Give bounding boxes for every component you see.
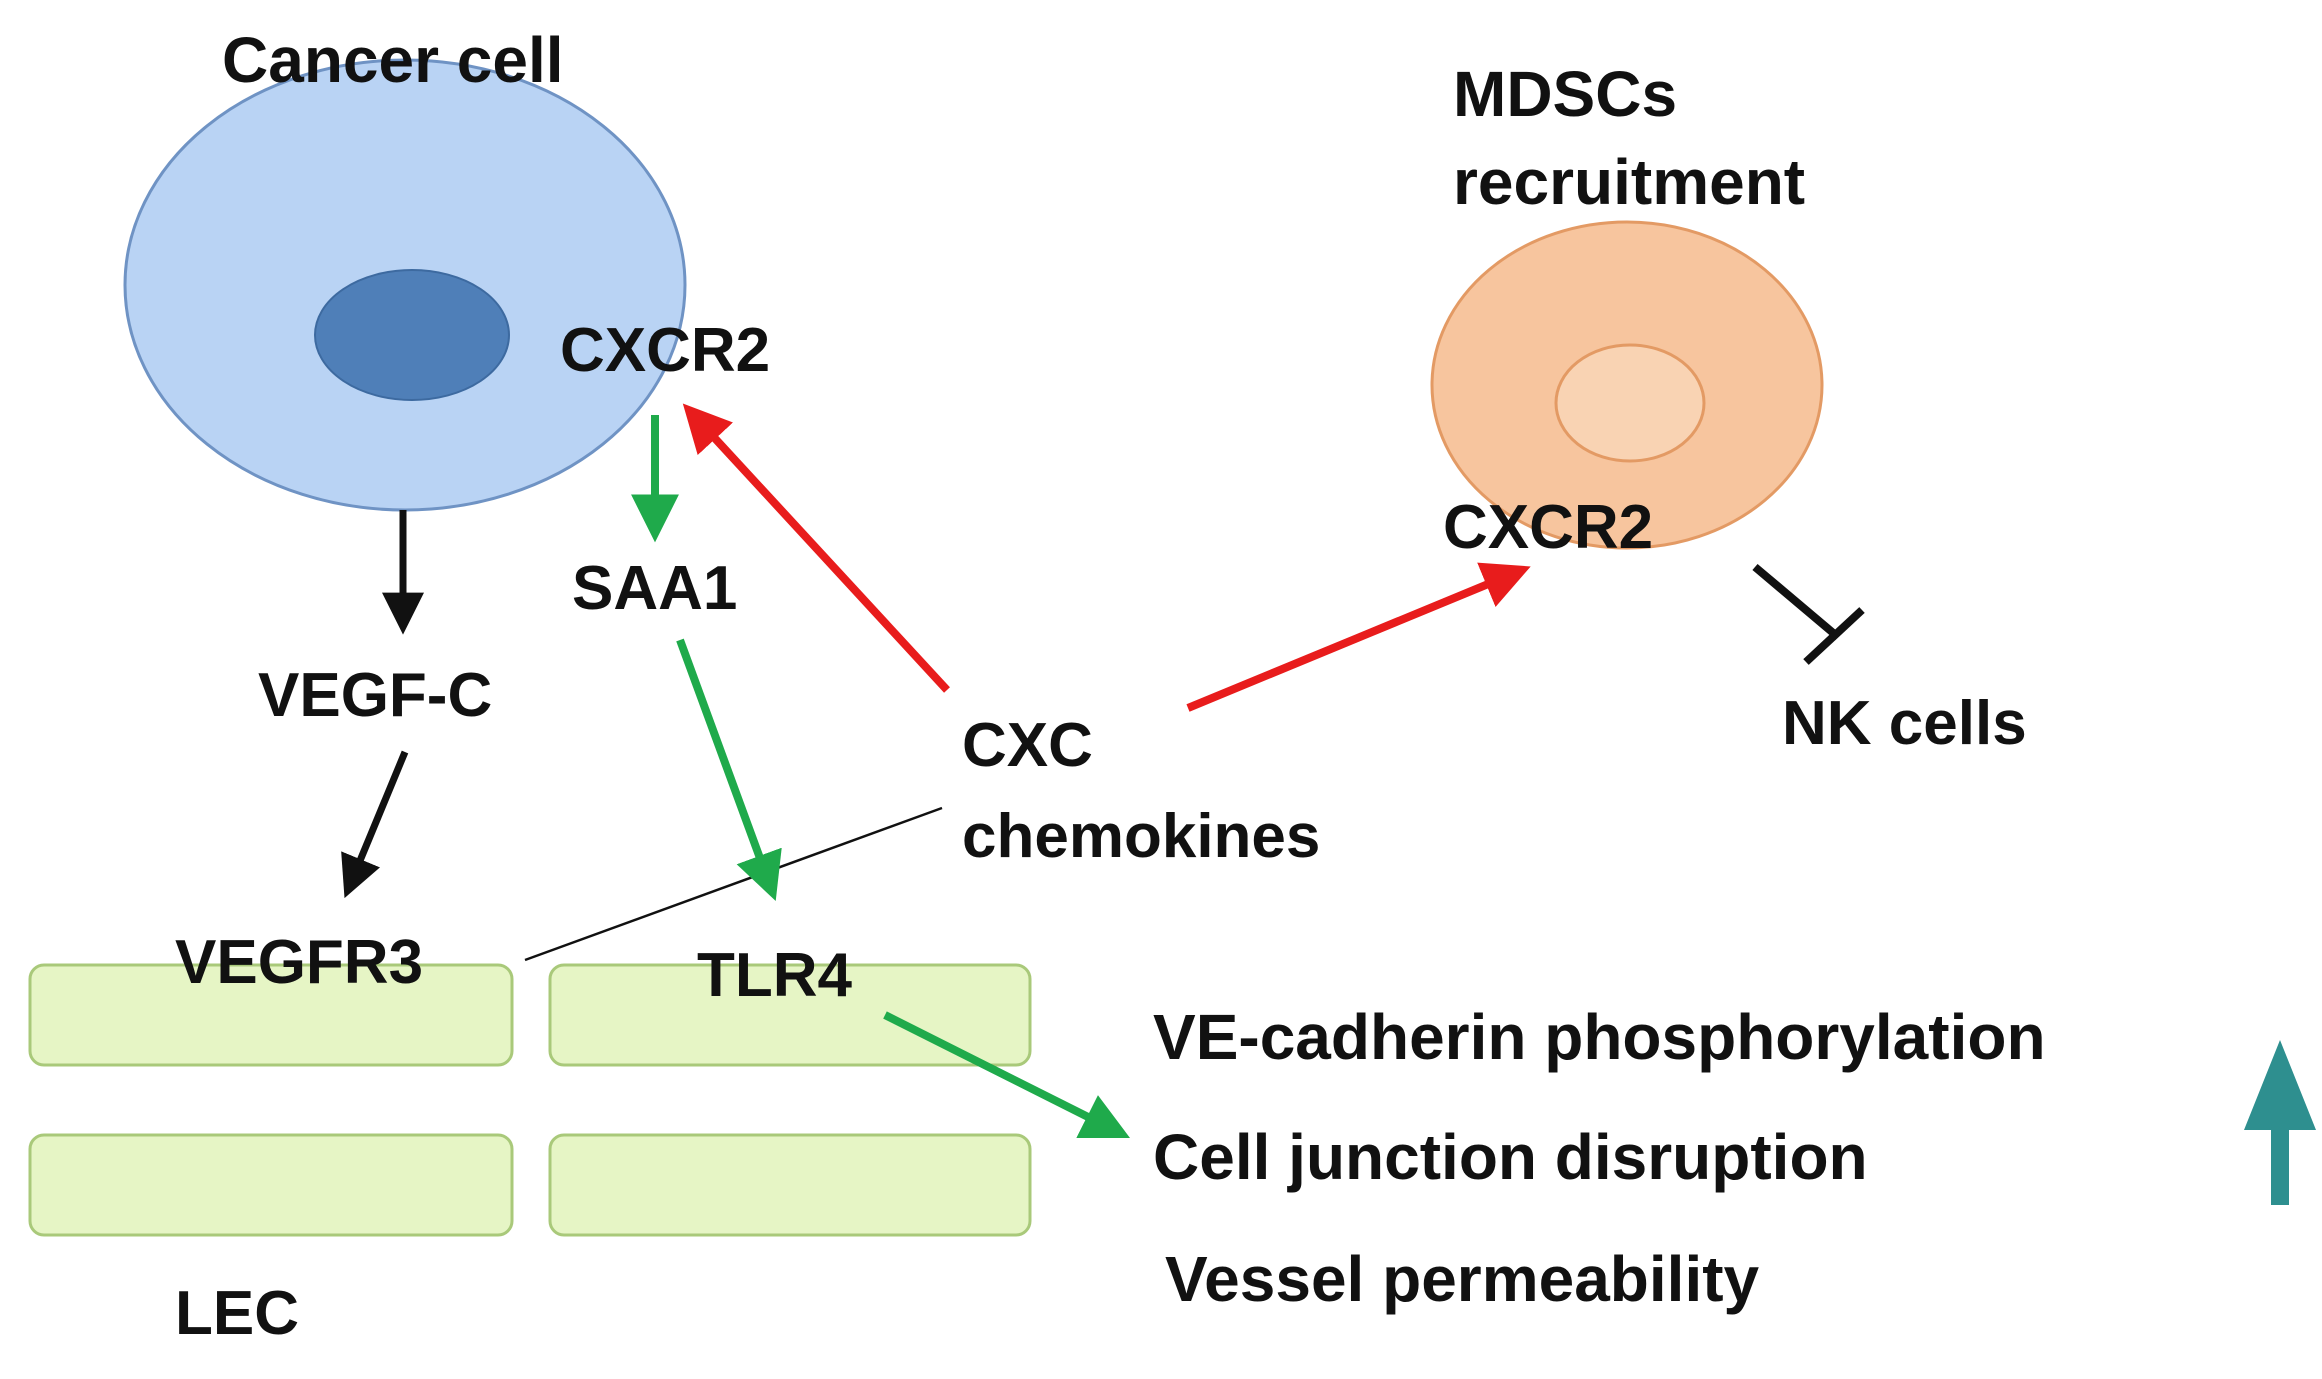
lec-block <box>28 963 514 1067</box>
tlr4-label: TLR4 <box>697 941 852 1010</box>
lec-label: LEC <box>175 1279 299 1348</box>
arrow-tlr4-to-effects <box>883 1011 1131 1139</box>
mdscs-label-line1: MDSCs <box>1453 58 1678 130</box>
connector-cxc-vegfr3 <box>524 806 943 962</box>
lec-block <box>548 963 1032 1067</box>
lec-block <box>548 1133 1032 1237</box>
cancer-cell-label: Cancer cell <box>222 24 564 96</box>
effect-cell-junction: Cell junction disruption <box>1153 1121 1868 1193</box>
cxcr2-cancer-label: CXCR2 <box>560 316 771 385</box>
cxc-label-line2: chemokines <box>962 802 1321 871</box>
arrow-cxc-to-mdsc-cxcr2 <box>1186 562 1531 712</box>
effect-ve-cadherin: VE-cadherin phosphorylation <box>1153 1001 2046 1073</box>
vegfr3-label: VEGFR3 <box>175 928 424 997</box>
mdsc-nucleus <box>1554 343 1706 463</box>
nk-cells-label: NK cells <box>1782 689 2027 758</box>
lec-block <box>28 1133 514 1237</box>
arrow-saa1-to-tlr4 <box>676 638 782 902</box>
cxcr2-mdsc-label: CXCR2 <box>1443 493 1654 562</box>
inhibit-bar <box>1803 607 1865 665</box>
mdscs-label-line2: recruitment <box>1453 146 1806 218</box>
inhibit-line <box>1752 563 1841 641</box>
cxc-label-line1: CXC <box>962 711 1093 780</box>
cancer-cell-nucleus <box>314 269 510 401</box>
saa1-label: SAA1 <box>572 554 738 623</box>
arrow-vegfc-to-vegfr3 <box>341 750 409 899</box>
vegf-c-label: VEGF-C <box>258 661 493 730</box>
effect-vessel-permeability: Vessel permeability <box>1165 1243 1760 1315</box>
arrow-cxc-to-cancer-cxcr2 <box>682 403 950 693</box>
